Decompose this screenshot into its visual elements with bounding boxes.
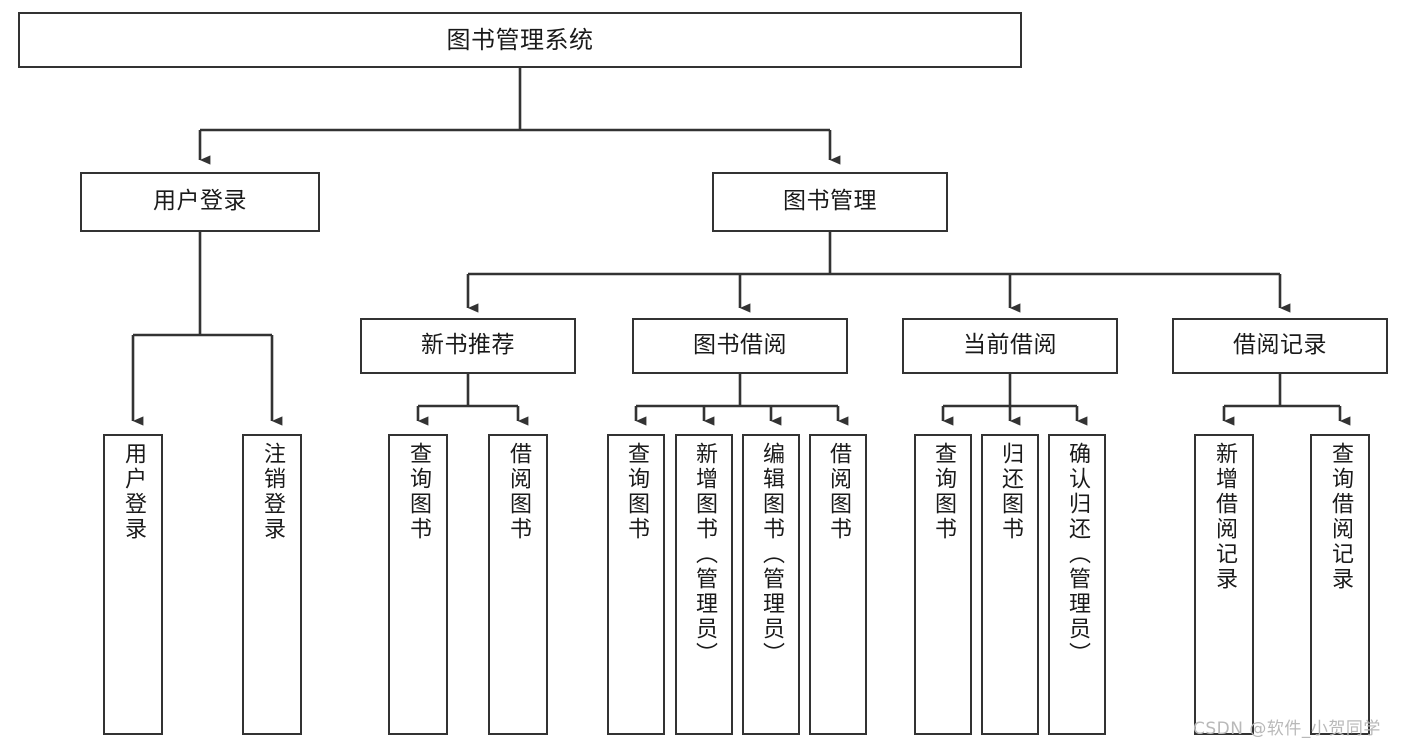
csdn-watermark: CSDN @软件_小贺同学 bbox=[1193, 719, 1381, 739]
node-label: 图书管理系统 bbox=[446, 25, 594, 54]
leaf-current-query-book[interactable]: 查询图书 bbox=[914, 434, 972, 735]
node-label: 当前借阅 bbox=[963, 332, 1057, 359]
node-borrow-records[interactable]: 借阅记录 bbox=[1172, 318, 1388, 374]
leaf-borrow-edit-book-admin[interactable]: 编辑图书（管理员） bbox=[742, 434, 800, 735]
leaf-borrow-lend-book[interactable]: 借阅图书 bbox=[809, 434, 867, 735]
node-user-login[interactable]: 用户登录 bbox=[80, 172, 320, 232]
node-label: 注销登录 bbox=[260, 442, 285, 542]
leaf-newbook-query-book[interactable]: 查询图书 bbox=[388, 434, 448, 735]
node-label: 新书推荐 bbox=[421, 332, 515, 359]
node-label: 查询图书 bbox=[406, 442, 431, 542]
node-label: 查询借阅记录 bbox=[1328, 442, 1353, 592]
leaf-newbook-borrow-book[interactable]: 借阅图书 bbox=[488, 434, 548, 735]
node-book-borrow[interactable]: 图书借阅 bbox=[632, 318, 848, 374]
node-label: 查询图书 bbox=[624, 442, 649, 542]
node-new-book-recommend[interactable]: 新书推荐 bbox=[360, 318, 576, 374]
leaf-records-query-record[interactable]: 查询借阅记录 bbox=[1310, 434, 1370, 735]
node-label: 新增借阅记录 bbox=[1212, 442, 1237, 592]
node-label: 编辑图书（管理员） bbox=[759, 442, 784, 667]
node-root-system[interactable]: 图书管理系统 bbox=[18, 12, 1022, 68]
node-label: 借阅图书 bbox=[826, 442, 851, 542]
node-label: 借阅记录 bbox=[1233, 332, 1327, 359]
node-label: 用户登录 bbox=[121, 442, 146, 542]
node-label: 图书借阅 bbox=[693, 332, 787, 359]
leaf-user-logout[interactable]: 注销登录 bbox=[242, 434, 302, 735]
node-current-borrow[interactable]: 当前借阅 bbox=[902, 318, 1118, 374]
leaf-current-confirm-return-admin[interactable]: 确认归还（管理员） bbox=[1048, 434, 1106, 735]
leaf-user-login[interactable]: 用户登录 bbox=[103, 434, 163, 735]
node-label: 图书管理 bbox=[783, 188, 877, 215]
leaf-borrow-add-book-admin[interactable]: 新增图书（管理员） bbox=[675, 434, 733, 735]
leaf-records-add-record[interactable]: 新增借阅记录 bbox=[1194, 434, 1254, 735]
node-label: 归还图书 bbox=[998, 442, 1023, 542]
node-label: 借阅图书 bbox=[506, 442, 531, 542]
node-label: 用户登录 bbox=[153, 188, 247, 215]
node-label: 确认归还（管理员） bbox=[1065, 442, 1090, 667]
node-label: 查询图书 bbox=[931, 442, 956, 542]
leaf-borrow-query-book[interactable]: 查询图书 bbox=[607, 434, 665, 735]
leaf-current-return-book[interactable]: 归还图书 bbox=[981, 434, 1039, 735]
node-book-management[interactable]: 图书管理 bbox=[712, 172, 948, 232]
node-label: 新增图书（管理员） bbox=[692, 442, 717, 667]
